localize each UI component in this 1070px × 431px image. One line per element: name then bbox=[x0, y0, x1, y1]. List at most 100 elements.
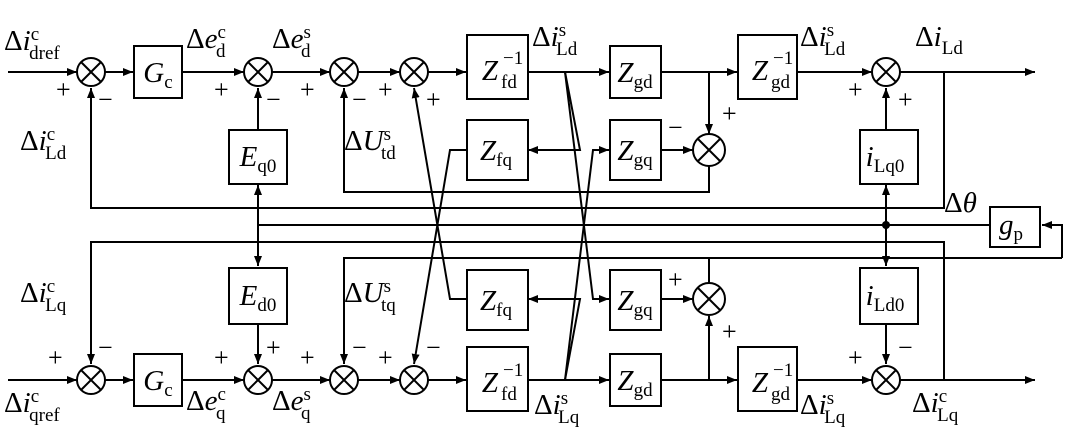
block-gc-q: Gc bbox=[133, 353, 183, 407]
svg-text:Zgq: Zgq bbox=[617, 135, 653, 171]
svg-text:gp: gp bbox=[999, 209, 1023, 245]
sign-q2-plus-left: + bbox=[214, 343, 229, 372]
wires bbox=[8, 68, 1063, 384]
sign-q5-plus: + bbox=[848, 343, 863, 372]
block-zgd-d: Zgd bbox=[609, 45, 662, 99]
svg-text:Z: Z bbox=[752, 367, 769, 399]
svg-text:−1: −1 bbox=[773, 48, 793, 69]
sign-q2-plus-above: + bbox=[266, 333, 281, 362]
block-zgd-inv-d: Z −1 gd bbox=[737, 34, 798, 100]
block-zfd-inv-q: Z −1 fd bbox=[466, 346, 529, 412]
sign-d1-minus: − bbox=[98, 85, 113, 114]
block-zfq-q: Zfq bbox=[466, 269, 529, 331]
label-theta: Δθ bbox=[944, 187, 977, 219]
block-gc-d: Gc bbox=[133, 45, 183, 99]
sign-dg-minus: − bbox=[668, 113, 683, 142]
wire-ild-to-zfq-q bbox=[564, 71, 609, 303]
sum-d3 bbox=[329, 57, 359, 87]
svg-text:−1: −1 bbox=[773, 360, 793, 381]
sum-q2 bbox=[243, 365, 273, 395]
sign-qg-plus-below: + bbox=[722, 317, 737, 346]
svg-text:Zgd: Zgd bbox=[617, 57, 653, 93]
svg-text:fd: fd bbox=[501, 72, 517, 93]
blocks: Gc Gc Eq0 Ed0 Z −1 fd Z −1 fd Zfq bbox=[133, 34, 1041, 412]
wire-ilq-to-zgq-d bbox=[564, 146, 609, 381]
svg-text:Ed0: Ed0 bbox=[239, 280, 277, 316]
svg-text:Zgd: Zgd bbox=[617, 365, 653, 401]
svg-text:Gc: Gc bbox=[143, 57, 172, 93]
svg-text:fd: fd bbox=[501, 384, 517, 405]
sign-d2-plus: + bbox=[214, 75, 229, 104]
wire-sgqq-s3q-feedback bbox=[340, 257, 710, 364]
sum-dg bbox=[692, 133, 726, 167]
sign-q4-minus: − bbox=[426, 333, 441, 362]
svg-text:Z: Z bbox=[482, 55, 499, 87]
wire-ilq-to-zfq-q bbox=[528, 295, 582, 381]
sign-d5-plus-below: + bbox=[898, 85, 913, 114]
block-zgd-q: Zgd bbox=[609, 353, 662, 407]
sum-d1 bbox=[76, 57, 106, 87]
sign-q5-minus: − bbox=[898, 333, 913, 362]
block-eq0: Eq0 bbox=[228, 129, 288, 185]
block-ilq0: iLq0 bbox=[859, 129, 919, 185]
svg-text:Eq0: Eq0 bbox=[239, 141, 277, 177]
block-zgd-inv-q: Z −1 gd bbox=[737, 346, 798, 412]
sign-d1-plus: + bbox=[56, 75, 71, 104]
svg-text:gd: gd bbox=[771, 72, 791, 93]
label-ild-out: ΔiLd bbox=[915, 21, 963, 59]
sign-q3-minus: − bbox=[352, 333, 367, 362]
svg-text:Gc: Gc bbox=[143, 365, 172, 401]
wire-ilq-feedback bbox=[87, 241, 945, 380]
svg-text:Z: Z bbox=[752, 55, 769, 87]
sum-d2 bbox=[243, 57, 273, 87]
svg-text:−1: −1 bbox=[503, 360, 523, 381]
svg-text:Zgq: Zgq bbox=[617, 285, 653, 321]
sum-q3 bbox=[329, 365, 359, 395]
block-zgq-d: Zgq bbox=[609, 119, 662, 181]
sign-q1-plus: + bbox=[48, 343, 63, 372]
sign-q4-plus: + bbox=[378, 343, 393, 372]
block-zgq-q: Zgq bbox=[609, 269, 662, 331]
sign-d3-minus: − bbox=[352, 85, 367, 114]
block-gp: gp bbox=[989, 206, 1041, 248]
theta-junction bbox=[882, 221, 890, 229]
svg-text:iLd0: iLd0 bbox=[866, 280, 905, 316]
wire-ild-to-zfq-d bbox=[528, 71, 582, 154]
sign-q1-minus: − bbox=[98, 333, 113, 362]
svg-text:iLq0: iLq0 bbox=[866, 141, 905, 177]
svg-text:Zfq: Zfq bbox=[480, 135, 512, 171]
sum-qg bbox=[692, 282, 726, 316]
sum-d5 bbox=[871, 57, 901, 87]
wire-zfq-q-to-s4-d bbox=[411, 87, 466, 300]
wire-sgq-s3-feedback bbox=[340, 88, 710, 193]
block-ild0: iLd0 bbox=[859, 267, 919, 325]
sign-d4-plus-below: + bbox=[426, 85, 441, 114]
svg-text:gd: gd bbox=[771, 384, 791, 405]
wire-gp-in bbox=[1042, 221, 1063, 258]
sign-d2-minus: − bbox=[266, 85, 281, 114]
summing-junctions bbox=[76, 57, 901, 395]
sign-d3-plus: + bbox=[300, 75, 315, 104]
svg-text:Zfq: Zfq bbox=[480, 285, 512, 321]
svg-text:Z: Z bbox=[482, 367, 499, 399]
sign-d5-plus-left: + bbox=[848, 75, 863, 104]
sign-q3-plus: + bbox=[300, 343, 315, 372]
block-zfd-inv-d: Z −1 fd bbox=[466, 34, 529, 100]
sign-d4-plus-left: + bbox=[378, 75, 393, 104]
